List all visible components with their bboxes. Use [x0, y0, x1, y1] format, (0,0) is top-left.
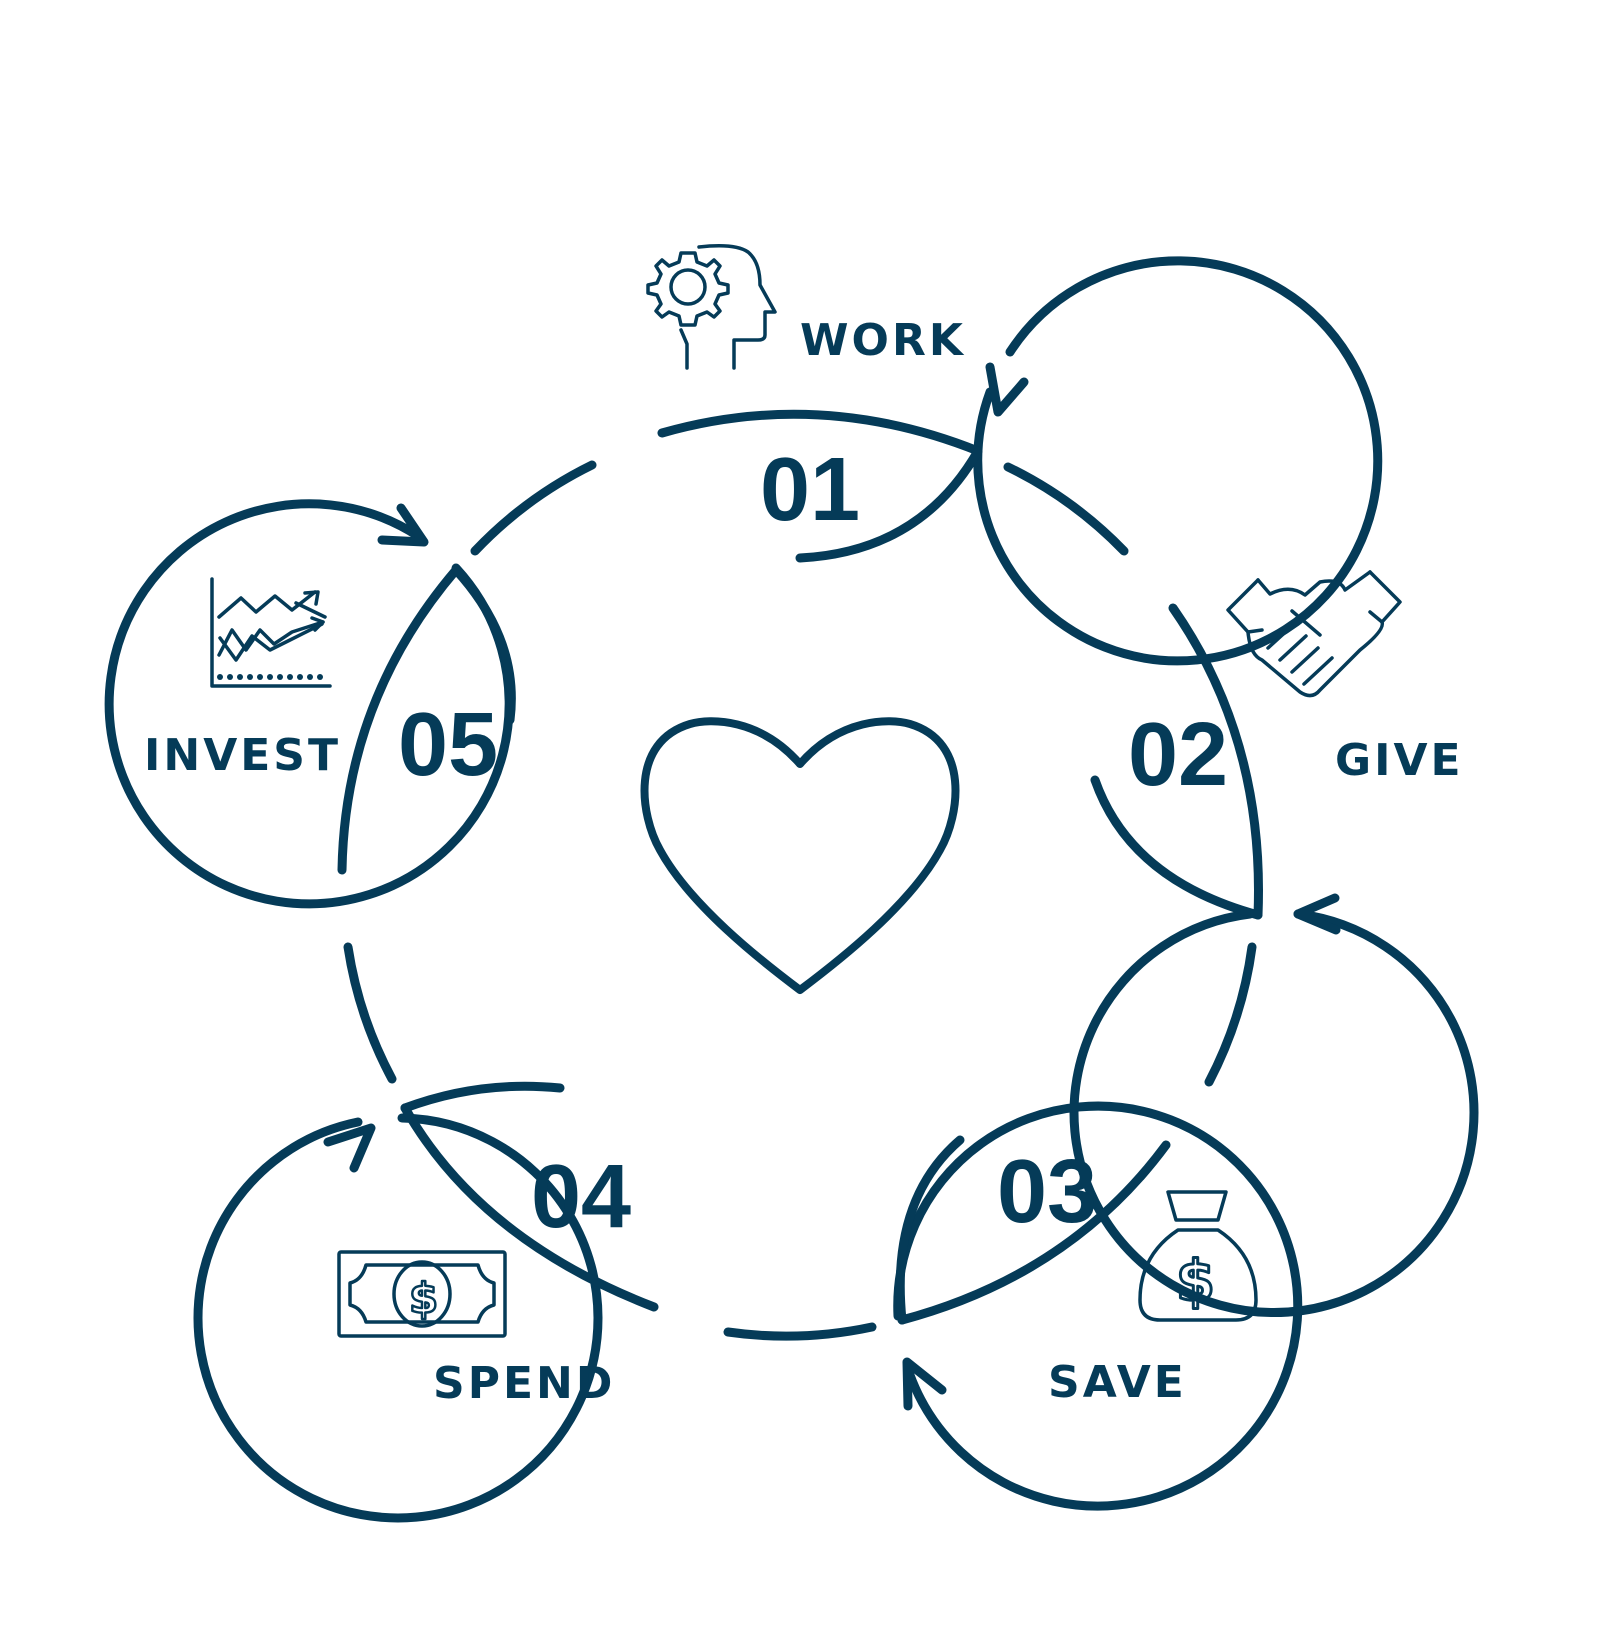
dollar-bill-icon: $ — [337, 1250, 507, 1338]
step-label-save: SAVE — [1048, 1357, 1187, 1408]
step-number-05: 05 — [398, 695, 498, 795]
svg-text:$: $ — [409, 1274, 438, 1323]
step-spend: $ SPEND 04 — [193, 1081, 659, 1523]
head-gear-icon — [646, 244, 777, 370]
step-save: $ SAVE 03 — [893, 1101, 1303, 1511]
step-number-02: 02 — [1128, 705, 1228, 805]
money-bag-icon: $ — [1138, 1190, 1258, 1322]
step-label-work: WORK — [800, 315, 966, 366]
cycle-ring — [343, 460, 1257, 1341]
svg-text:$: $ — [1176, 1249, 1215, 1314]
growth-chart-icon — [210, 577, 332, 688]
step-number-03: 03 — [997, 1142, 1097, 1242]
step-number-01: 01 — [760, 440, 860, 540]
heart-icon — [640, 717, 960, 994]
handshake-icon — [1226, 570, 1402, 698]
step-number-04: 04 — [531, 1147, 631, 1247]
step-work: WORK 01 — [646, 244, 1383, 666]
step-label-invest: INVEST — [144, 730, 341, 781]
step-give: GIVE 02 — [1069, 570, 1479, 1317]
step-invest: INVEST 05 — [104, 499, 516, 909]
step-label-spend: SPEND — [433, 1358, 615, 1409]
step-label-give: GIVE — [1335, 735, 1464, 786]
